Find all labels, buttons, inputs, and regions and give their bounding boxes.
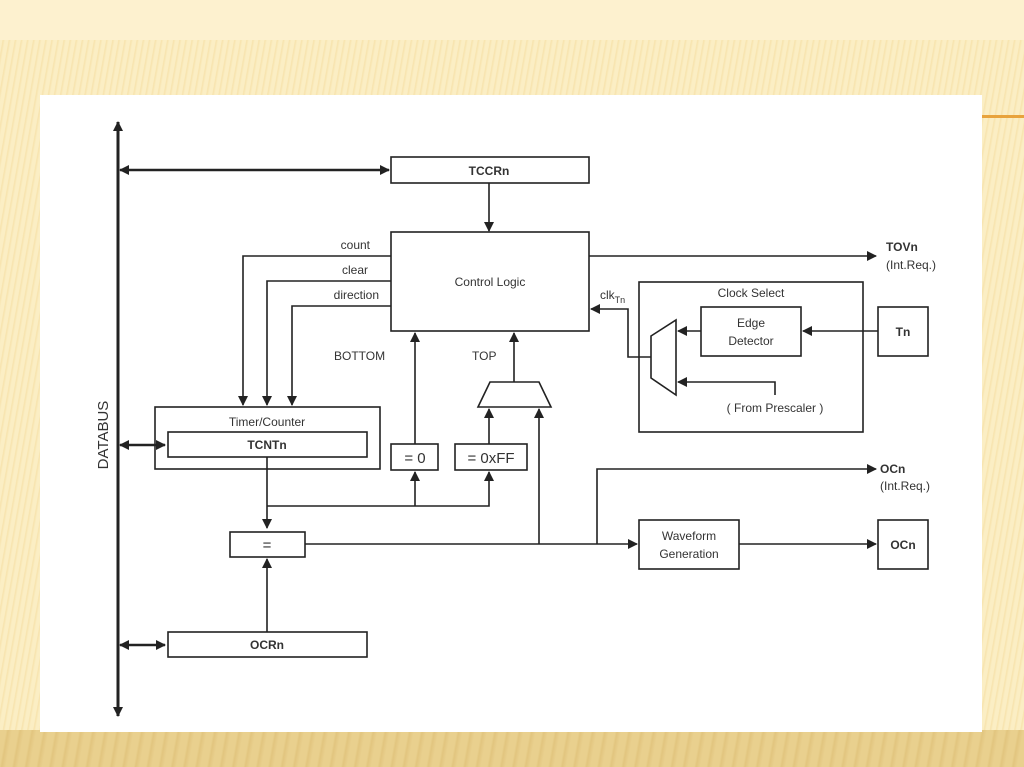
control-logic-label: Control Logic [455,275,526,289]
tov-label: TOVn [886,240,918,254]
count-label: count [341,238,371,252]
slide-footer-band [0,730,1024,767]
tccr-box [390,156,590,184]
direction-label: direction [334,288,379,302]
edge-detector-box [700,306,802,357]
edge-detector-line2: Detector [728,334,773,348]
oc-irq-note: (Int.Req.) [880,479,930,493]
eq-ff-label: = 0xFF [467,450,514,467]
clock-mux [650,318,677,397]
slide-header-band [0,0,1024,40]
top-label: TOP [472,349,496,363]
bottom-label: BOTTOM [334,349,385,363]
accent-line [982,115,1024,118]
waveform-box [638,519,740,570]
clock-select-label: Clock Select [718,286,785,300]
tov-note: (Int.Req.) [886,258,936,272]
clear-label: clear [342,263,368,277]
diagram-canvas: DATABUS TCCRn Control Logic count clear … [40,95,982,732]
tcnt-label: TCNTn [247,438,286,452]
ocr-box [167,631,368,658]
tn-pin-label: Tn [896,325,911,339]
edge-detector-line1: Edge [737,316,765,330]
eq-zero-label: = 0 [404,450,425,467]
tccr-label: TCCRn [469,164,510,178]
prescaler-label: ( From Prescaler ) [727,401,824,415]
timer-counter-label: Timer/Counter [229,415,305,429]
waveform-line2: Generation [659,547,718,561]
oc-pin-label: OCn [890,538,915,552]
oc-pin-box [877,519,929,570]
ocr-label: OCRn [250,638,284,652]
timer-counter-block-diagram: DATABUS TCCRn Control Logic count clear … [95,121,936,717]
top-mux [476,381,553,408]
clk-label: clkTn [600,288,625,305]
waveform-line1: Waveform [662,529,716,543]
oc-irq-label: OCn [880,462,905,476]
comparator-label: = [263,537,272,554]
databus-label: DATABUS [95,401,112,470]
eq-ff-box [454,443,528,471]
